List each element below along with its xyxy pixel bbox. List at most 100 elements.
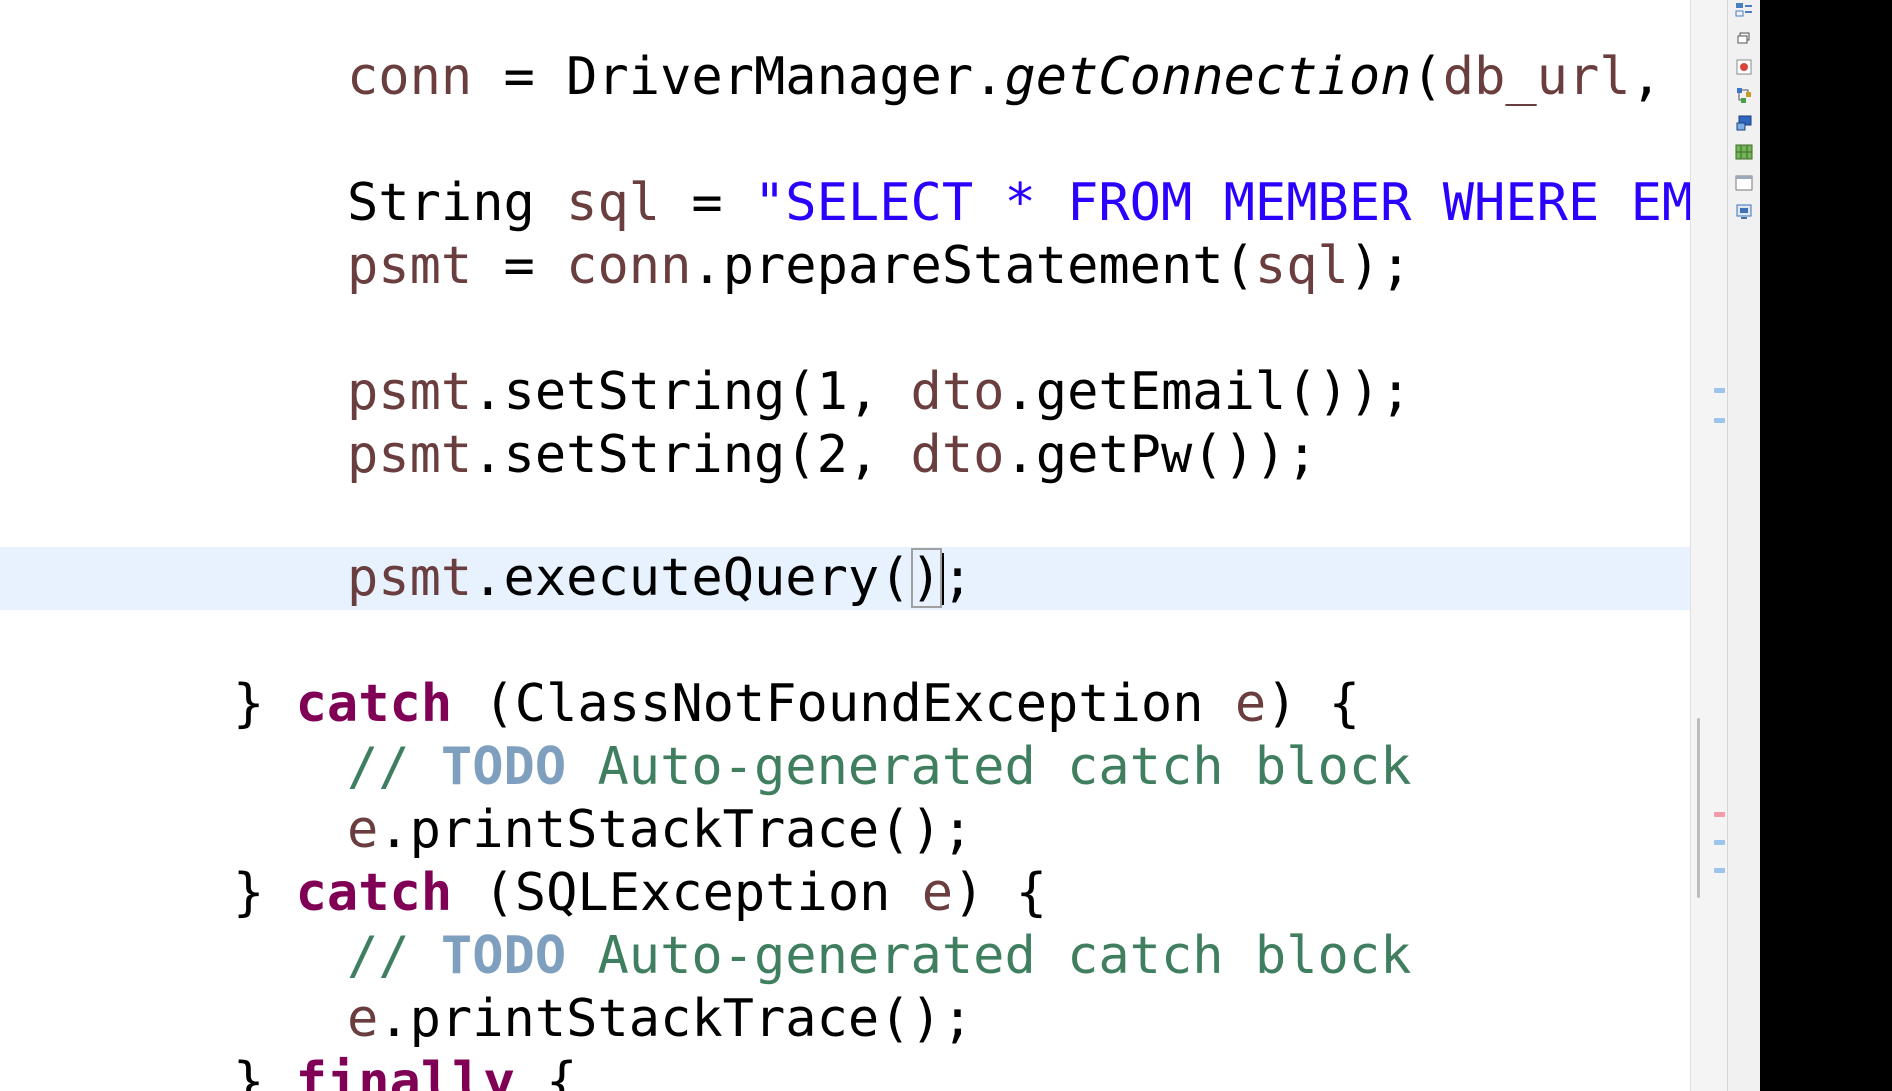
- code-line[interactable]: psmt = conn.prepareStatement(sql);: [0, 235, 1690, 298]
- ruler-occurrence-marker[interactable]: [1714, 418, 1725, 423]
- code-token: db_url: [1442, 47, 1631, 107]
- code-token: e: [1234, 674, 1267, 734]
- code-text: psmt.setString(2, dto.getPw());: [347, 424, 1318, 487]
- code-line[interactable]: [0, 298, 1690, 361]
- code-text: // TODO Auto-generated catch block: [347, 925, 1411, 988]
- code-token: catch: [295, 863, 453, 923]
- code-text: psmt = conn.prepareStatement(sql);: [347, 235, 1411, 298]
- code-text: psmt.executeQuery();: [347, 547, 973, 610]
- code-token: (ClassNotFoundException: [452, 674, 1235, 734]
- code-line[interactable]: psmt.setString(2, dto.getPw());: [0, 424, 1690, 487]
- code-line[interactable]: } catch (ClassNotFoundException e) {: [0, 673, 1690, 736]
- current-code-line[interactable]: psmt.executeQuery();: [0, 547, 1690, 610]
- code-token: e: [347, 989, 379, 1049]
- code-text: e.printStackTrace();: [347, 799, 973, 862]
- code-text: psmt.setString(1, dto.getEmail());: [347, 361, 1411, 424]
- code-line[interactable]: conn = DriverManager.getConnection(db_ur…: [0, 46, 1690, 109]
- code-line[interactable]: [0, 487, 1690, 550]
- ruler-occurrence-marker[interactable]: [1714, 840, 1725, 845]
- overview-ruler[interactable]: [1690, 0, 1727, 1091]
- code-token: .printStackTrace();: [378, 989, 974, 1049]
- code-token: );: [1348, 236, 1412, 296]
- problems-icon[interactable]: [1735, 58, 1753, 76]
- code-token: {: [514, 1052, 578, 1091]
- code-token: .getEmail());: [1004, 362, 1412, 422]
- code-token: TODO: [440, 926, 567, 986]
- code-token: psmt: [347, 362, 473, 422]
- code-token: psmt: [347, 425, 473, 485]
- code-token: TODO: [440, 737, 567, 797]
- ruler-occurrence-marker[interactable]: [1714, 868, 1725, 873]
- hierarchy-icon[interactable]: [1735, 86, 1753, 104]
- code-token: =: [472, 236, 567, 296]
- code-token: }: [233, 863, 296, 923]
- code-token: }: [233, 674, 296, 734]
- code-token: dto: [910, 425, 1005, 485]
- code-token: =: [660, 173, 754, 233]
- code-line[interactable]: String sql = "SELECT * FROM MEMBER WHERE…: [0, 172, 1690, 235]
- code-token: ;: [941, 548, 974, 608]
- matching-bracket: ): [910, 548, 942, 608]
- code-token: (SQLException: [452, 863, 922, 923]
- code-text: } finally {: [233, 1051, 577, 1091]
- code-token: conn: [566, 236, 692, 296]
- code-token: .prepareStatement(: [691, 236, 1255, 296]
- code-token: .setString(1,: [472, 362, 911, 422]
- code-token: conn: [347, 47, 473, 107]
- code-line[interactable]: // TODO Auto-generated catch block: [0, 925, 1690, 988]
- code-token: getConnection: [1004, 47, 1412, 107]
- monitor-icon[interactable]: [1735, 203, 1753, 221]
- java-code-editor[interactable]: conn = DriverManager.getConnection(db_ur…: [0, 0, 1690, 1091]
- code-token: (: [1411, 47, 1443, 107]
- code-text: e.printStackTrace();: [347, 988, 973, 1051]
- code-token: Auto-generated catch block: [566, 737, 1412, 797]
- code-token: //: [347, 926, 441, 986]
- console-icon[interactable]: [1735, 114, 1753, 132]
- ruler-occurrence-marker[interactable]: [1714, 388, 1725, 393]
- code-token: ) {: [953, 863, 1048, 923]
- code-token: sql: [566, 173, 661, 233]
- code-token: sql: [1254, 236, 1349, 296]
- code-line[interactable]: } finally {: [0, 1051, 1690, 1091]
- outline-icon[interactable]: [1735, 2, 1753, 20]
- code-token: }: [233, 1052, 296, 1091]
- code-token: String: [347, 173, 567, 233]
- code-line[interactable]: [0, 109, 1690, 172]
- screen-edge: [1760, 0, 1892, 1091]
- code-token: .printStackTrace();: [378, 800, 974, 860]
- code-token: "SELECT * FROM MEMBER WHERE EMAIL: [754, 173, 1690, 233]
- code-token: ,: [1630, 47, 1690, 107]
- code-text: String sql = "SELECT * FROM MEMBER WHERE…: [347, 172, 1690, 235]
- code-token: = DriverManager.: [472, 47, 1005, 107]
- code-line[interactable]: psmt.setString(1, dto.getEmail());: [0, 361, 1690, 424]
- code-token: .getPw());: [1004, 425, 1318, 485]
- code-token: catch: [295, 674, 453, 734]
- code-text: conn = DriverManager.getConnection(db_ur…: [347, 46, 1690, 109]
- restore-icon[interactable]: [1735, 30, 1753, 48]
- code-token: //: [347, 737, 441, 797]
- servers-icon[interactable]: [1735, 143, 1753, 161]
- code-token: psmt: [347, 548, 473, 608]
- code-line[interactable]: e.printStackTrace();: [0, 988, 1690, 1051]
- code-line[interactable]: [0, 613, 1690, 676]
- code-token: dto: [910, 362, 1005, 422]
- code-token: Auto-generated catch block: [566, 926, 1412, 986]
- code-text: // TODO Auto-generated catch block: [347, 736, 1411, 799]
- ruler-error-marker[interactable]: [1714, 812, 1725, 817]
- code-token: .executeQuery(: [472, 548, 911, 608]
- side-toolbar: [1727, 0, 1760, 1091]
- code-token: psmt: [347, 236, 473, 296]
- code-text: } catch (SQLException e) {: [233, 862, 1047, 925]
- code-line[interactable]: } catch (SQLException e) {: [0, 862, 1690, 925]
- vertical-scrollbar-thumb[interactable]: [1697, 718, 1700, 898]
- code-line[interactable]: // TODO Auto-generated catch block: [0, 736, 1690, 799]
- code-text: } catch (ClassNotFoundException e) {: [233, 673, 1360, 736]
- window-icon[interactable]: [1735, 174, 1753, 192]
- code-token: e: [921, 863, 954, 923]
- code-token: finally: [295, 1052, 515, 1091]
- code-line[interactable]: e.printStackTrace();: [0, 799, 1690, 862]
- code-token: .setString(2,: [472, 425, 911, 485]
- code-token: ) {: [1266, 674, 1361, 734]
- text-caret: [942, 553, 944, 605]
